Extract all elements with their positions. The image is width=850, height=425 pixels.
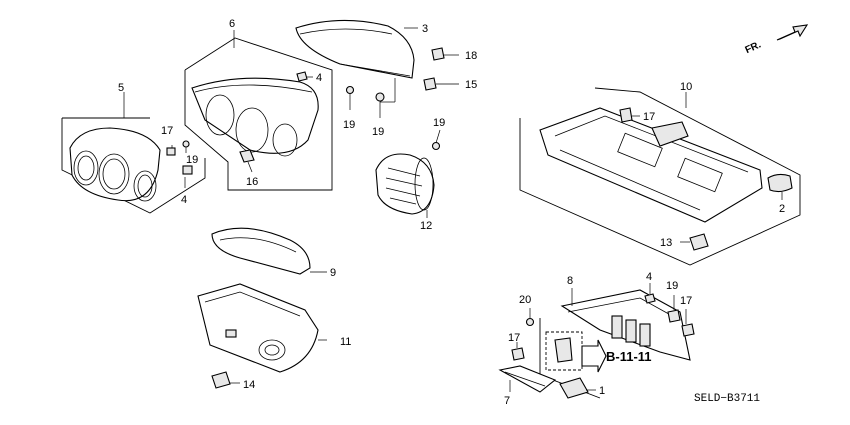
diagram-code: SELD−B3711 <box>694 393 760 405</box>
direction-label: FR. <box>744 39 763 56</box>
callout-4c: 4 <box>646 271 652 283</box>
part-group-6 <box>184 30 333 191</box>
reference-box: B-11-11 <box>545 331 652 373</box>
callout-17d: 17 <box>508 332 520 344</box>
clip-13 <box>680 233 709 251</box>
front-direction-indicator: FR. <box>744 24 809 56</box>
callout-14: 14 <box>243 379 255 391</box>
callout-12: 12 <box>420 220 432 232</box>
callout-18b: 19 <box>666 280 678 292</box>
callout-1: 1 <box>599 385 605 397</box>
lower-cover-panel <box>539 107 763 223</box>
callout-9: 10 <box>680 81 692 93</box>
glove-box-lid <box>498 365 557 393</box>
callout-20: 20 <box>519 294 531 306</box>
column-cover-upper <box>211 227 327 275</box>
front-arrow-icon <box>776 24 809 41</box>
part-group-3 <box>295 19 418 103</box>
callout-16: 16 <box>246 176 258 188</box>
air-vent <box>375 153 435 218</box>
callout-7: 7 <box>504 395 510 407</box>
callout-13: 13 <box>660 237 672 249</box>
part-group-8 <box>511 283 695 399</box>
callout-19d: 19 <box>186 154 198 166</box>
callout-2: 2 <box>779 203 785 215</box>
callout-18a: 18 <box>465 50 477 62</box>
meter-visor <box>191 77 319 157</box>
callout-19b: 19 <box>372 126 384 138</box>
part-group-9 <box>519 87 801 266</box>
callout-19a: 19 <box>343 119 355 131</box>
clip-14 <box>211 371 240 389</box>
instrument-bezel <box>69 127 161 202</box>
part-group-5 <box>61 92 206 214</box>
callout-8: 8 <box>567 275 573 287</box>
callout-4b: 4 <box>181 194 187 206</box>
fasteners-top <box>345 47 459 151</box>
callout-5: 5 <box>118 82 124 94</box>
callout-11: 11 <box>340 336 351 348</box>
callout-3: 3 <box>422 23 428 35</box>
reference-arrow-icon <box>581 339 607 373</box>
callout-10: 9 <box>330 267 336 279</box>
glove-box-frame <box>560 289 691 361</box>
callout-17a: 17 <box>161 125 173 137</box>
reference-label: B-11-11 <box>606 349 652 364</box>
column-cover-lower <box>197 283 327 373</box>
callout-19c: 19 <box>433 117 445 129</box>
callout-6: 6 <box>229 18 235 30</box>
pad-1 <box>559 377 596 399</box>
callout-15: 15 <box>465 79 477 91</box>
callouts: 5 6 3 18 15 4 19 19 19 17 19 4 16 12 10 … <box>118 18 785 407</box>
callout-4a: 4 <box>316 72 322 84</box>
callout-17c: 17 <box>680 295 692 307</box>
callout-17b: 17 <box>643 111 655 123</box>
